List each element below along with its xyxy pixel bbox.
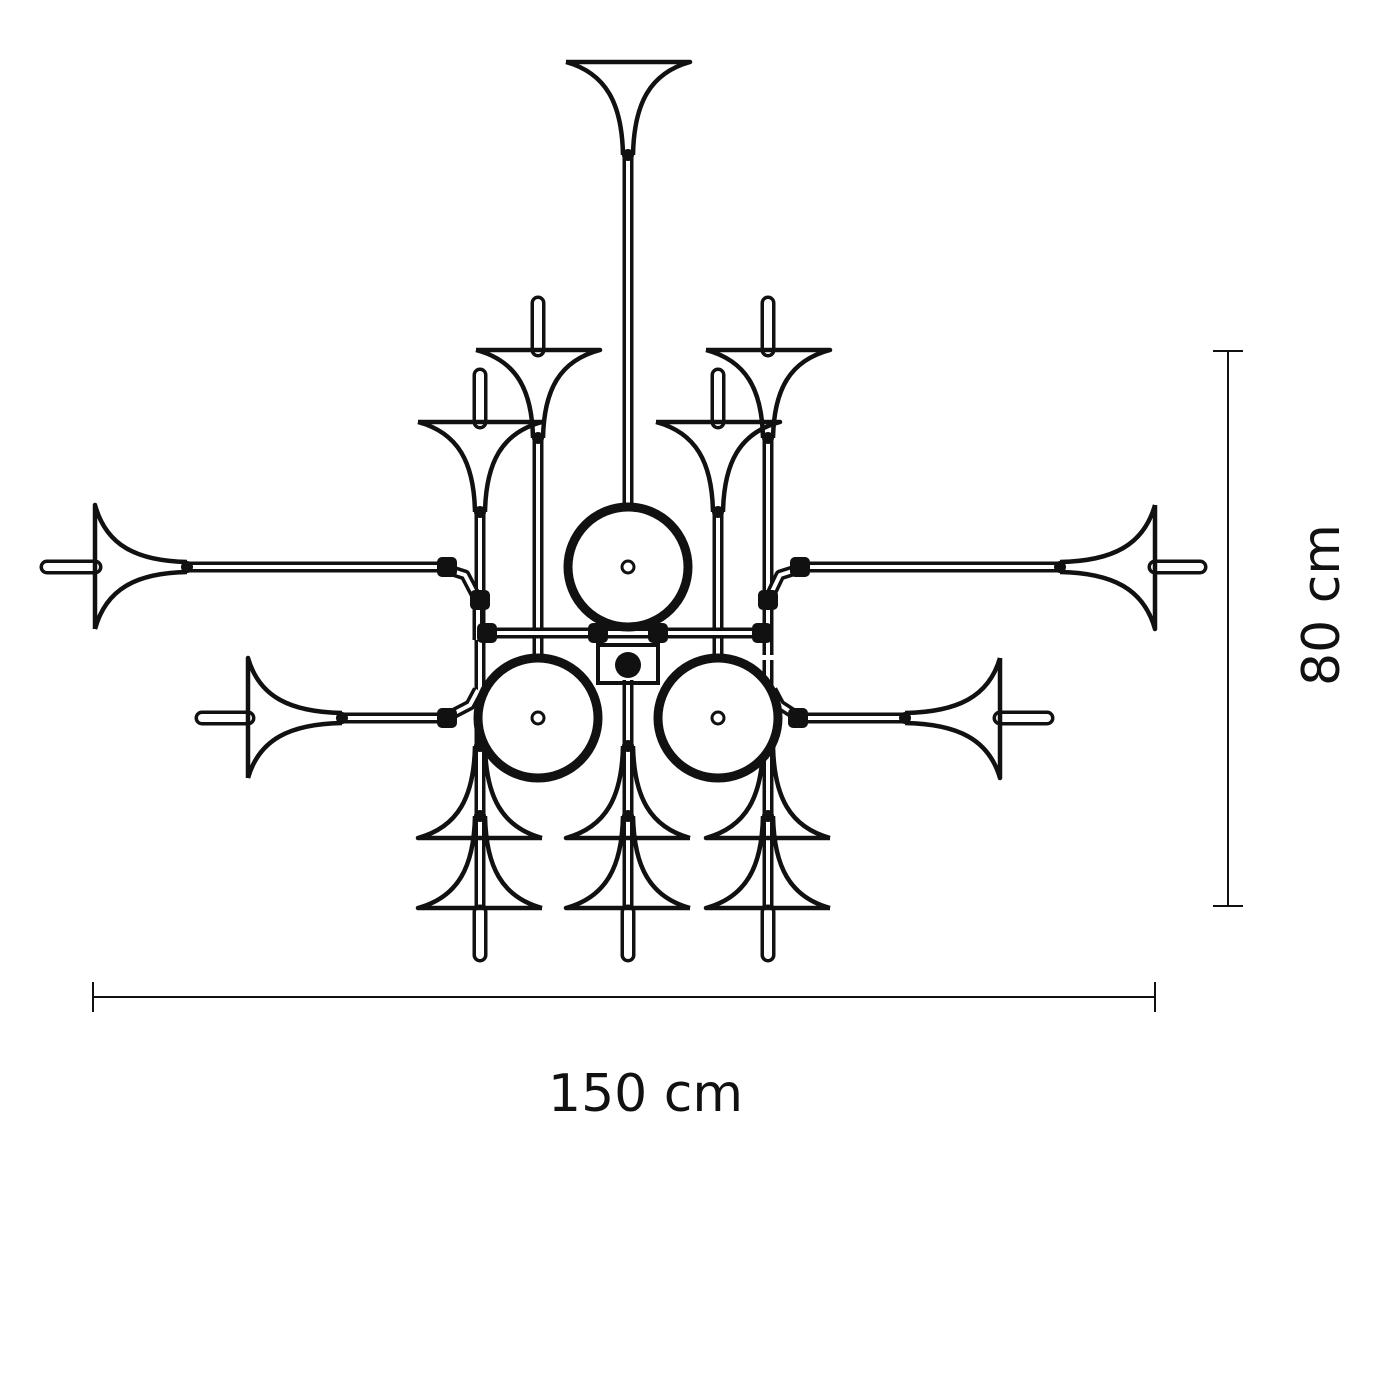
- horn-shade: [1059, 504, 1158, 632]
- joint: [762, 432, 774, 444]
- joint: [181, 561, 193, 573]
- joint: [1054, 561, 1066, 573]
- left-arm: [187, 561, 484, 640]
- width-dimension-label: 150 cm: [548, 1064, 744, 1124]
- horn-shade: [245, 655, 343, 779]
- horn-shade: [563, 745, 691, 841]
- joint: [762, 810, 774, 822]
- disc-center: [710, 710, 726, 726]
- right-arm: [762, 561, 1060, 640]
- disc-center: [530, 710, 546, 726]
- connector: [437, 708, 457, 728]
- horn-shade: [92, 502, 188, 630]
- joint: [899, 712, 911, 724]
- joint: [336, 712, 348, 724]
- connector: [790, 557, 810, 577]
- horn-shade: [904, 657, 1003, 781]
- horn-shade: [415, 745, 543, 841]
- connector: [752, 623, 772, 643]
- right-arm-inner: [766, 565, 1060, 640]
- horn-shade: [417, 419, 545, 513]
- left-arm-inner: [187, 565, 480, 640]
- connector: [470, 590, 490, 610]
- joint: [474, 810, 486, 822]
- connector: [788, 708, 808, 728]
- height-dimension-label: 80 cm: [1292, 524, 1352, 686]
- disc-center: [620, 559, 636, 575]
- joint: [622, 149, 634, 161]
- horn-shade: [415, 815, 543, 911]
- horn-shade: [563, 815, 691, 911]
- connector: [648, 623, 668, 643]
- connector: [437, 557, 457, 577]
- lower-left-arm: [342, 687, 483, 724]
- horn-shade: [655, 419, 783, 513]
- connector: [588, 623, 608, 643]
- lower-left-arm-inner: [342, 689, 480, 720]
- connector: [758, 590, 778, 610]
- joint: [474, 506, 486, 518]
- connector: [477, 623, 497, 643]
- joint: [712, 506, 724, 518]
- joint: [622, 810, 634, 822]
- horn-shade: [703, 815, 831, 911]
- hub-bracket: [596, 643, 660, 685]
- central-hub: [615, 652, 641, 678]
- horn-shade: [565, 59, 693, 156]
- joint: [622, 740, 634, 752]
- joint: [532, 432, 544, 444]
